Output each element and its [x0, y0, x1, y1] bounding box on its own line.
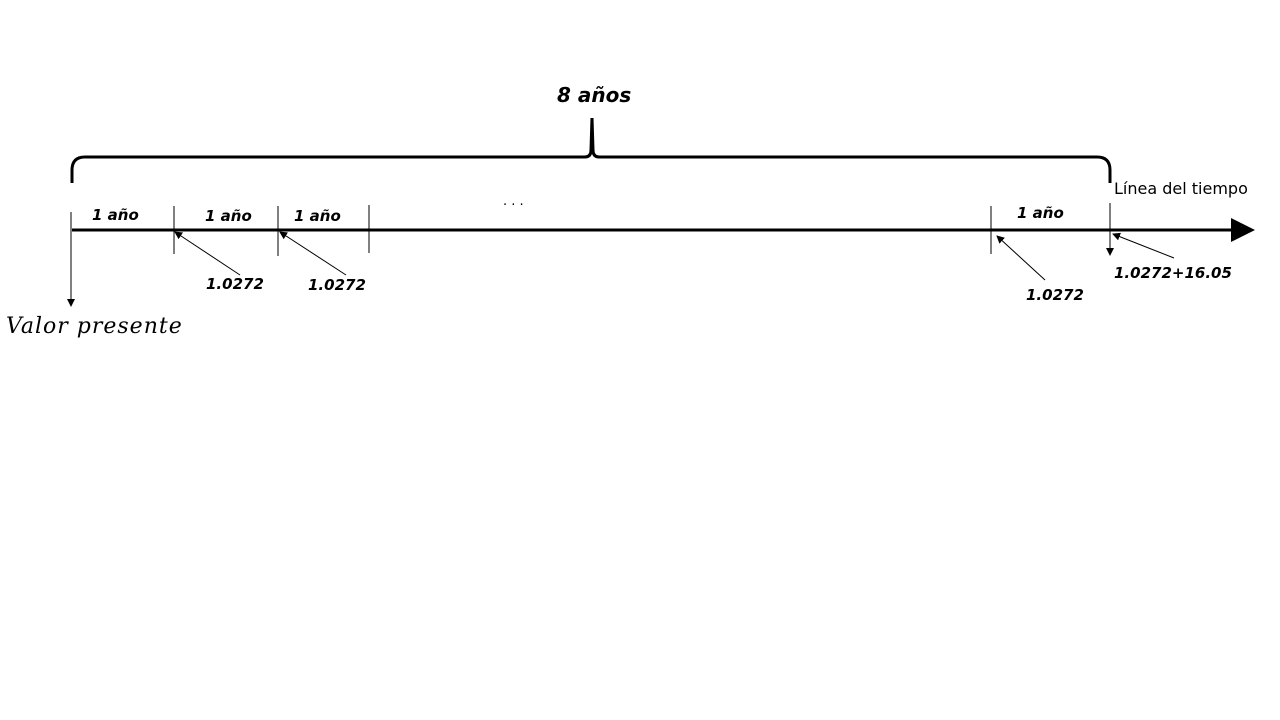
period-label: 1 año	[1017, 204, 1064, 222]
ellipsis: · · ·	[503, 198, 524, 213]
period-label: 1 año	[205, 207, 252, 225]
cash-flow-label: 1.0272	[308, 276, 366, 294]
cash-flow-label: 1.0272	[206, 275, 264, 293]
cash-flow-arrow	[279, 231, 347, 276]
cash-flow-arrow	[1112, 232, 1175, 259]
period-label: 1 año	[92, 206, 139, 224]
axis-label: Línea del tiempo	[1114, 179, 1248, 198]
cash-flow-arrow	[996, 235, 1046, 281]
cash-flow-arrow	[174, 231, 241, 276]
period-brace	[70, 117, 1112, 183]
cash-flow-label: 1.0272	[1026, 286, 1084, 304]
present-value-label: Valor presente	[6, 314, 183, 339]
total-duration-label: 8 años	[557, 83, 632, 107]
cash-flow-label: 1.0272+16.05	[1114, 264, 1232, 282]
period-label: 1 año	[294, 207, 341, 225]
